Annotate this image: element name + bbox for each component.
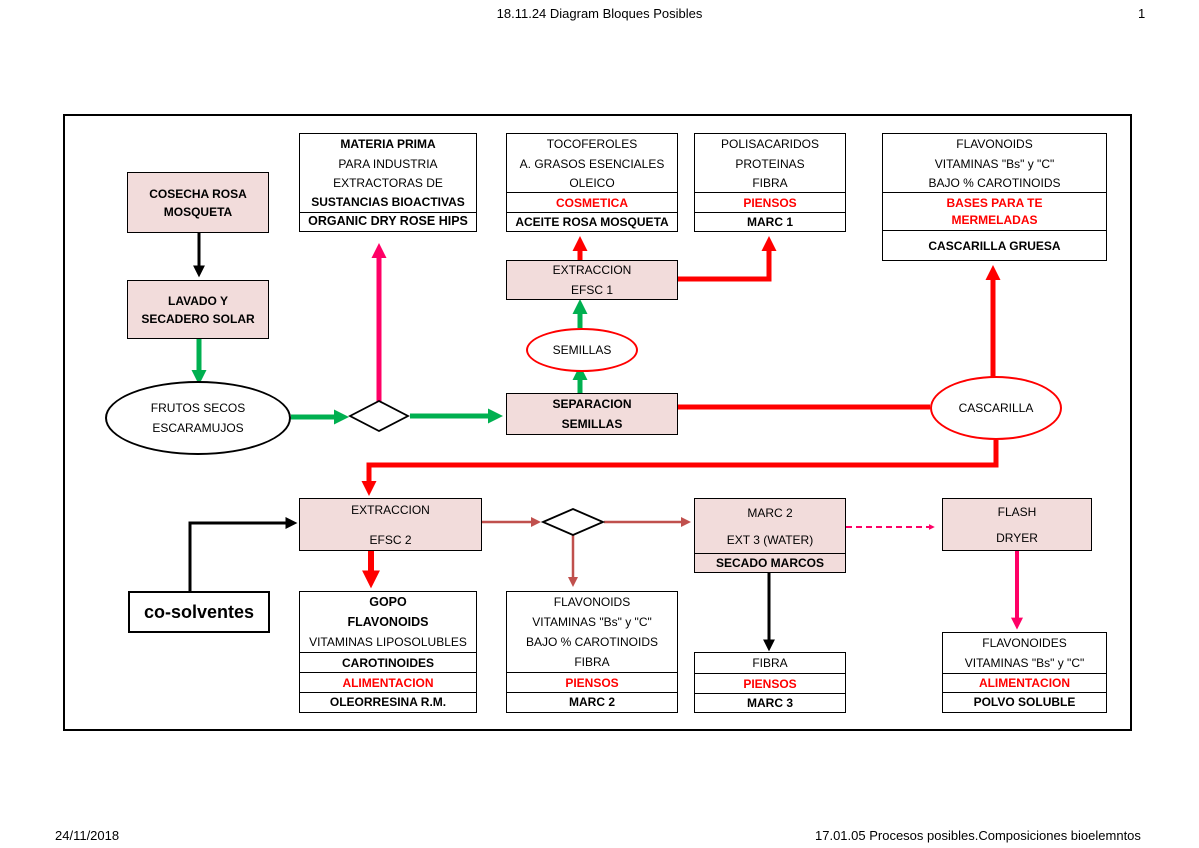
fibra-box: FIBRA PIENSOS MARC 3 <box>694 652 846 713</box>
arrow-cascarilla-to-extraccion2 <box>361 440 999 496</box>
frutos-label-1: FRUTOS SECOS <box>150 401 246 415</box>
flavo-mid-use: PIENSOS <box>507 672 677 692</box>
lavado-label-1: LAVADO Y <box>167 293 228 308</box>
materia-prima-box: MATERIA PRIMA PARA INDUSTRIA EXTRACTORAS… <box>299 133 477 232</box>
flavo-mid-footer: MARC 2 <box>507 692 677 711</box>
polisac-footer: MARC 1 <box>695 212 845 230</box>
flavo-top-line-1: FLAVONOIDS <box>956 137 1033 151</box>
marc2-label-1: MARC 2 <box>747 505 793 520</box>
cascarilla-label: CASCARILLA <box>958 401 1034 415</box>
fibra-footer: MARC 3 <box>695 693 845 711</box>
gopo-box: GOPO FLAVONOIDS VITAMINAS LIPOSOLUBLES C… <box>299 591 477 713</box>
page-title: 18.11.24 Diagram Bloques Posibles <box>496 6 703 21</box>
cosecha-label-1: COSECHA ROSA <box>149 186 247 201</box>
polisac-use: PIENSOS <box>695 192 845 212</box>
toco-footer: ACEITE ROSA MOSQUETA <box>507 212 677 230</box>
diagram-frame <box>63 114 1132 731</box>
flash-dryer-process: FLASH DRYER <box>942 498 1092 551</box>
footer-filename: 17.01.05 Procesos posibles.Composiciones… <box>815 828 1141 843</box>
toco-use: COSMETICA <box>507 192 677 212</box>
flavo-top-use: BASES PARA TE MERMELADAS <box>883 192 1106 230</box>
materia-line-3: EXTRACTORAS DE <box>333 175 443 190</box>
separacion-label-1: SEPARACION <box>552 397 632 411</box>
flash-label-2: DRYER <box>996 530 1038 545</box>
marc2-label-2: EXT 3 (WATER) <box>726 532 814 547</box>
toco-line-2: A. GRASOS ESENCIALES <box>519 156 665 171</box>
flavonoides-bottom-box: FLAVONOIDES VITAMINAS "Bs" y "C" ALIMENT… <box>942 632 1107 713</box>
polisac-line-2: PROTEINAS <box>735 156 805 171</box>
cosecha-process: COSECHA ROSA MOSQUETA <box>127 172 269 233</box>
flavo-bot-use: ALIMENTACION <box>943 673 1106 692</box>
gopo-line-1: GOPO <box>369 594 407 609</box>
flavo-bot-line-2: VITAMINAS "Bs" y "C" <box>964 656 1085 670</box>
extraccion1-label-2: EFSC 1 <box>570 283 613 297</box>
page-number: 1 <box>1138 6 1146 21</box>
flavonoids-mid-box: FLAVONOIDS VITAMINAS "Bs" y "C" BAJO % C… <box>506 591 678 713</box>
materia-footer: ORGANIC DRY ROSE HIPS <box>300 212 476 230</box>
polisac-line-3: FIBRA <box>752 175 788 190</box>
fibra-line-1: FIBRA <box>752 656 788 670</box>
flavo-bot-footer: POLVO SOLUBLE <box>943 692 1106 710</box>
extraccion1-process: EXTRACCION EFSC 1 <box>506 260 678 300</box>
flavo-mid-line-2: VITAMINAS "Bs" y "C" <box>532 615 652 629</box>
frutos-secos-node: FRUTOS SECOS ESCARAMUJOS <box>105 381 291 455</box>
gopo-footer: OLEORRESINA R.M. <box>300 692 476 711</box>
flavo-top-line-3: BAJO % CAROTINOIDS <box>928 175 1061 190</box>
extraccion2-label-2: EFSC 2 <box>369 532 412 547</box>
tocoferoles-box: TOCOFEROLES A. GRASOS ESENCIALES OLEICO … <box>506 133 678 232</box>
decision-diamond-1 <box>348 399 410 433</box>
gopo-sub: CAROTINOIDES <box>300 652 476 672</box>
materia-line-1: MATERIA PRIMA <box>340 137 436 151</box>
decision-diamond-2 <box>540 508 606 536</box>
flavo-mid-line-1: FLAVONOIDS <box>553 595 631 609</box>
flavo-bot-line-1: FLAVONOIDES <box>982 636 1067 650</box>
marc2-process: MARC 2 EXT 3 (WATER) SECADO MARCOS <box>694 498 846 573</box>
flavo-mid-line-4: FIBRA <box>574 655 610 669</box>
flash-label-1: FLASH <box>997 504 1037 519</box>
cascarilla-node: CASCARILLA <box>930 376 1062 440</box>
semillas-node: SEMILLAS <box>526 328 638 372</box>
gopo-line-2: FLAVONOIDS <box>347 614 429 629</box>
separacion-label-2: SEMILLAS <box>561 417 623 431</box>
flavo-top-use-1: BASES PARA TE <box>946 196 1043 210</box>
flavo-mid-line-3: BAJO % CAROTINOIDS <box>525 635 659 649</box>
arrow-extraccion1-to-polisac <box>678 236 777 282</box>
polisacaridos-box: POLISACARIDOS PROTEINAS FIBRA PIENSOS MA… <box>694 133 846 232</box>
gopo-line-3: VITAMINAS LIPOSOLUBLES <box>309 635 467 649</box>
extraccion1-label-1: EXTRACCION <box>552 263 632 277</box>
marc2-footer: SECADO MARCOS <box>695 553 845 572</box>
extraccion2-label-1: EXTRACCION <box>351 502 430 517</box>
connector-cosolventes-to-extraccion2 <box>188 517 298 591</box>
materia-line-2: PARA INDUSTRIA <box>338 156 438 171</box>
lavado-label-2: SECADERO SOLAR <box>141 311 255 326</box>
frutos-label-2: ESCARAMUJOS <box>152 421 244 435</box>
cosecha-label-2: MOSQUETA <box>163 204 233 219</box>
extraccion2-process: EXTRACCION EFSC 2 <box>299 498 482 551</box>
flavonoids-top-box: FLAVONOIDS VITAMINAS "Bs" y "C" BAJO % C… <box>882 133 1107 261</box>
toco-line-1: TOCOFEROLES <box>546 137 638 151</box>
semillas-label: SEMILLAS <box>552 343 612 357</box>
materia-line-4: SUSTANCIAS BIOACTIVAS <box>311 195 465 209</box>
flavo-top-use-2: MERMELADAS <box>951 213 1038 227</box>
toco-line-3: OLEICO <box>569 175 615 190</box>
footer-date: 24/11/2018 <box>55 828 120 843</box>
lavado-process: LAVADO Y SECADERO SOLAR <box>127 280 269 339</box>
gopo-use: ALIMENTACION <box>300 672 476 692</box>
separacion-process: SEPARACION SEMILLAS <box>506 393 678 435</box>
flavo-top-line-2: VITAMINAS "Bs" y "C" <box>934 156 1055 171</box>
fibra-use: PIENSOS <box>695 673 845 693</box>
flavo-top-footer: CASCARILLA GRUESA <box>883 230 1106 260</box>
polisac-line-1: POLISACARIDOS <box>720 137 820 151</box>
cosolventes-box: co-solventes <box>128 591 270 633</box>
